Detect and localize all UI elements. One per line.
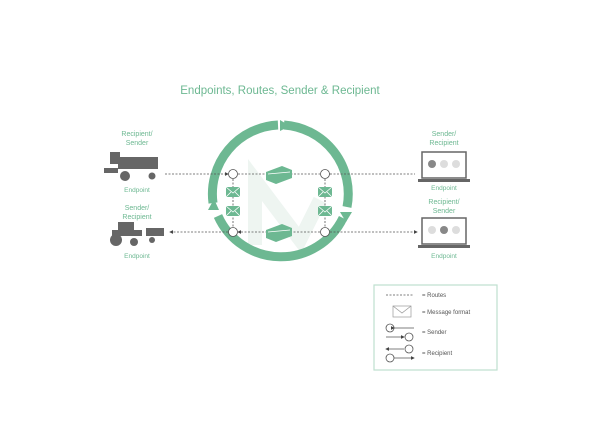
laptop-bottom-role: Sender [433, 208, 456, 215]
laptop-top-role: Sender/ [432, 131, 457, 138]
route-nodes [228, 169, 330, 237]
watermark-logo [248, 159, 327, 254]
combine-harvester-icon [104, 152, 158, 181]
legend-routes: = Routes [422, 293, 446, 299]
laptop-top-role: Recipient [429, 140, 458, 147]
legend-sender: = Sender [422, 330, 447, 336]
message-envelope-icon [225, 186, 333, 217]
laptop-bottom-role: Recipient/ [428, 199, 459, 206]
legend: = Routes = Message format = Sender = Rec… [373, 284, 498, 371]
ring-arrow-icon [208, 199, 219, 210]
laptop-bottom-endpoint-label: Endpoint [431, 253, 457, 260]
tractor-endpoint-label: Endpoint [124, 253, 150, 260]
legend-message-format: = Message format [422, 310, 471, 316]
routes [165, 172, 418, 234]
tractor-icon [110, 222, 164, 246]
diagram-title: Endpoints, Routes, Sender & Recipient [180, 85, 380, 97]
combine-role: Recipient/ [121, 131, 152, 138]
tractor-role: Recipient [122, 214, 151, 221]
combine-role: Sender [126, 140, 149, 147]
laptop-top-endpoint-label: Endpoint [431, 185, 457, 192]
combine-endpoint-label: Endpoint [124, 187, 150, 194]
ring-arrow-icon [280, 120, 290, 131]
tractor-role: Sender/ [125, 205, 150, 212]
legend-recipient: = Recipient [422, 351, 453, 357]
message-packet-icon [266, 166, 292, 242]
ring-arrow-icon [340, 212, 352, 222]
laptop-icon [418, 151, 470, 248]
